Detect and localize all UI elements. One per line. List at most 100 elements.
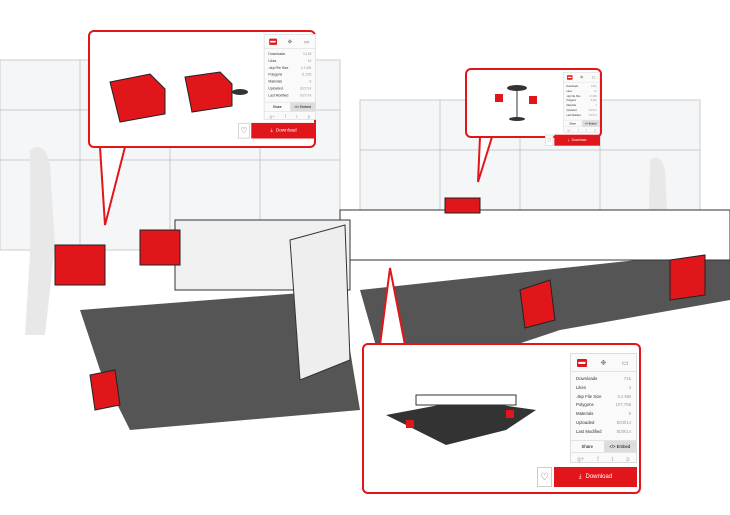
stat-value: 6/27/14 (300, 93, 312, 98)
download-icon: ⤓ (568, 138, 570, 142)
twitter-icon[interactable]: t (586, 129, 587, 133)
vr-icon[interactable]: ▭ (591, 75, 596, 80)
stat-label: Downloads (268, 51, 286, 56)
stat-row: Uploaded 6/27/14 (268, 86, 311, 93)
stat-row: Last Modified 6/27/14 (268, 93, 311, 100)
pinterest-icon[interactable]: p (626, 457, 630, 464)
stat-label: Last Modified (576, 428, 602, 434)
stat-label: Last Modified (268, 93, 289, 98)
download-button[interactable]: ⤓Download (554, 134, 600, 146)
download-button[interactable]: ⤓Download (554, 467, 637, 487)
download-label: Download (571, 138, 587, 142)
stat-row: .skp File Size 1.6 MB (566, 94, 596, 99)
pinterest-icon[interactable]: p (594, 129, 596, 133)
stat-label: Likes (268, 58, 277, 63)
stat-label: Likes (566, 89, 572, 93)
stat-label: Downloads (566, 84, 579, 88)
3d-view-icon[interactable]: ✥ (287, 39, 293, 45)
embed-tab[interactable]: </> Embed (603, 440, 636, 452)
stat-value: 715 (623, 376, 631, 381)
heart-icon: ♡ (546, 137, 552, 144)
stat-value: 6/27/14 (588, 108, 597, 112)
facebook-icon[interactable]: f (597, 457, 599, 464)
like-button[interactable]: ♡ (238, 122, 250, 139)
armchair-model-preview (109, 71, 248, 123)
download-icon: ⤓ (578, 473, 582, 480)
stat-label: Polygons (268, 72, 283, 77)
like-button[interactable]: ♡ (545, 134, 554, 146)
stat-label: Materials (268, 79, 283, 84)
desk-left (80, 290, 360, 430)
stat-label: .skp File Size (566, 94, 581, 98)
like-button[interactable]: ♡ (537, 467, 552, 487)
vr-icon[interactable]: ▭ (621, 359, 629, 367)
stat-label: Materials (576, 411, 594, 417)
vr-icon[interactable]: ▭ (304, 39, 310, 45)
twitter-icon[interactable]: t (296, 115, 298, 120)
3d-view-icon[interactable]: ✥ (600, 359, 607, 367)
stat-label: .skp File Size (268, 65, 289, 70)
stat-value: 107,758 (615, 402, 631, 408)
download-button[interactable]: ⤓Download (251, 122, 316, 139)
stat-label: Uploaded (268, 86, 283, 91)
stat-label: Polygons (566, 99, 577, 102)
3d-view-icon[interactable]: ✥ (579, 75, 584, 80)
google-plus-icon[interactable]: g+ (269, 115, 275, 120)
facebook-icon[interactable]: f (284, 115, 287, 120)
stat-row: Last Modified 8/29/14 (576, 429, 631, 438)
stat-row: Likes 4 (576, 385, 631, 394)
google-plus-icon[interactable]: g+ (577, 457, 585, 464)
stat-label: Likes (576, 384, 587, 390)
stat-value: 6/27/14 (588, 113, 597, 117)
heart-icon: ♡ (540, 471, 549, 483)
stat-value: 6/27/14 (300, 86, 312, 91)
stat-label: Last Modified (566, 113, 581, 117)
stat-value: 8/29/14 (616, 428, 631, 434)
workstation-model-preview (386, 394, 536, 445)
share-tab[interactable]: Share (272, 104, 282, 109)
embed-tab[interactable]: </> Embed (289, 102, 316, 111)
share-tab[interactable]: Share (569, 121, 576, 125)
model-icon[interactable]: ▬ (269, 38, 277, 45)
stat-row: Likes 19 (268, 59, 311, 66)
stat-value: 19 (307, 58, 312, 63)
facebook-icon[interactable]: f (578, 129, 579, 133)
share-tab[interactable]: Share (581, 443, 593, 449)
embed-tab[interactable]: </> Embed (581, 120, 600, 127)
stat-value: 1.6 MB (589, 94, 597, 98)
stat-value: 8/29/14 (616, 419, 631, 425)
model-icon[interactable]: ▬ (576, 358, 587, 367)
stat-value: 4 (595, 104, 597, 107)
stat-value: 2.1 MB (300, 65, 312, 70)
bar-table-model-preview (495, 85, 537, 121)
download-label: Download (275, 128, 297, 134)
heart-icon: ♡ (240, 126, 248, 136)
download-icon: ⤓ (270, 127, 273, 133)
stat-value: 3.4 MB (617, 393, 631, 399)
stat-value: 3,126 (302, 51, 312, 56)
stat-row: Likes 12 (566, 89, 596, 94)
google-plus-icon[interactable]: g+ (567, 129, 571, 133)
model-icon[interactable]: ▬ (566, 75, 573, 80)
pinterest-icon[interactable]: p (307, 115, 311, 120)
stat-value: 12 (594, 89, 597, 93)
twitter-icon[interactable]: t (611, 457, 614, 464)
stat-value: 4 (628, 384, 631, 390)
